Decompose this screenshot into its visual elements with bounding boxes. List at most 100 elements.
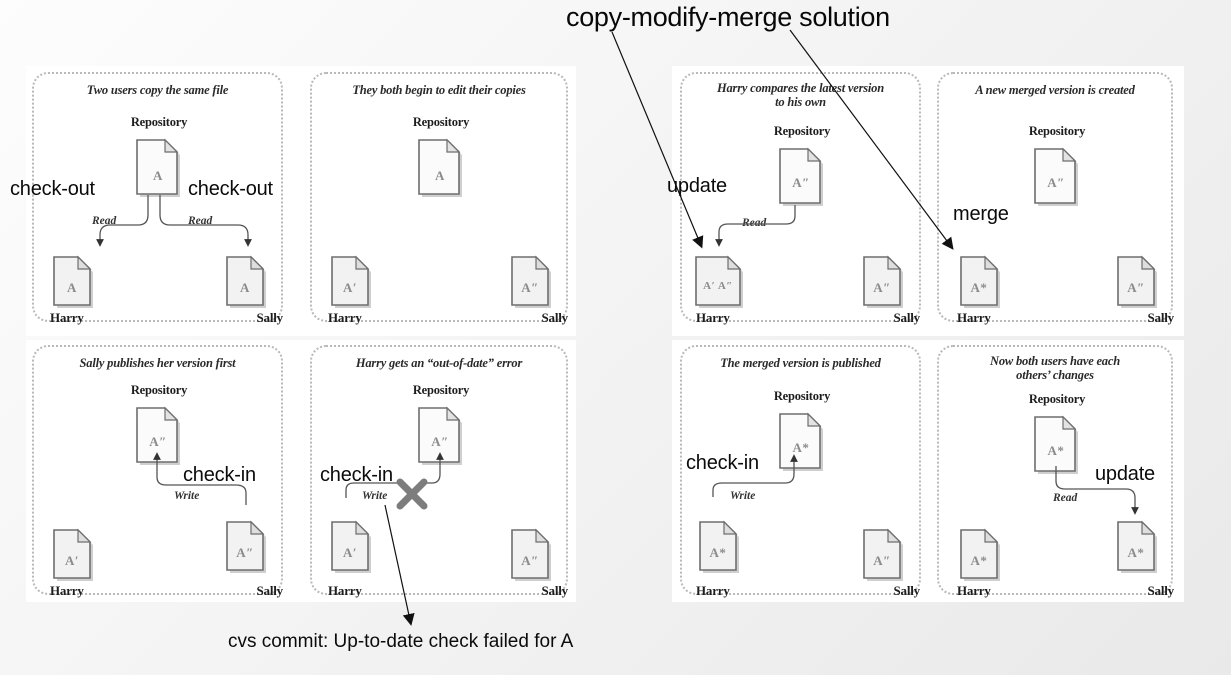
document-icon <box>226 255 266 308</box>
document-icon <box>331 520 371 573</box>
document-icon <box>960 528 1000 581</box>
annotation-update-left: update <box>667 175 727 197</box>
document-icon <box>779 147 823 206</box>
panel-title-line1: Now both users have each <box>990 354 1120 368</box>
panel-title-line2: to his own <box>775 95 826 109</box>
document-label: A <box>435 168 445 183</box>
panel-title: Sally publishes her version first <box>79 356 236 370</box>
annotation-check-out-left: check-out <box>10 178 95 200</box>
annotation-check-in-left: check-in <box>183 464 256 486</box>
harry-document: A′ Harry <box>50 525 98 598</box>
user-name-sally: Sally <box>256 310 284 325</box>
document-icon <box>331 255 371 308</box>
document-label: A″ <box>873 280 891 295</box>
repository-document: A″ <box>1030 141 1084 212</box>
document-label: A* <box>792 440 810 455</box>
document-icon <box>699 520 739 573</box>
harry-document: A* Harry <box>696 517 744 598</box>
panel-title: Harry gets an “out-of-date” error <box>355 356 523 370</box>
annotation-check-out-right: check-out <box>188 178 273 200</box>
repository-caption: Repository <box>773 124 831 138</box>
panel-title: They both begin to edit their copies <box>352 83 526 97</box>
document-label: A″ <box>792 175 810 190</box>
harry-document: A* Harry <box>957 525 1005 598</box>
document-label: A <box>67 280 77 295</box>
document-label: A″ <box>521 553 539 568</box>
annotation-update-sally: update <box>1095 463 1155 485</box>
flow-label-read-right: Read <box>186 215 215 227</box>
repository-document: A <box>132 132 186 203</box>
annotation-check-in-merged: check-in <box>686 452 759 474</box>
document-label: A* <box>709 545 727 560</box>
document-label: A′ <box>342 545 358 560</box>
document-icon <box>136 406 180 465</box>
user-name-harry: Harry <box>957 583 991 598</box>
repository-caption: Repository <box>130 115 188 129</box>
panel-title: A new merged version is created <box>975 83 1135 97</box>
document-label: A* <box>1127 545 1145 560</box>
document-icon <box>695 255 743 308</box>
repository-caption: Repository <box>412 115 470 129</box>
sally-document: A Sally <box>223 252 283 325</box>
repository-document: A″ <box>414 400 468 471</box>
user-name-harry: Harry <box>50 310 84 325</box>
document-icon <box>136 138 180 197</box>
panel-both-edit: They both begin to edit their copies Rep… <box>310 72 568 325</box>
harry-document: A′ Harry <box>328 517 376 598</box>
document-icon <box>779 412 823 471</box>
document-icon <box>511 528 551 581</box>
repository-document: A″ <box>132 400 186 471</box>
user-name-harry: Harry <box>696 310 730 325</box>
repository-document: A <box>414 132 468 203</box>
repository-document: A″ <box>775 141 829 212</box>
user-name-sally: Sally <box>893 583 921 598</box>
harry-document: A Harry <box>50 252 98 325</box>
document-label: A* <box>1047 443 1065 458</box>
document-label: A* <box>970 553 988 568</box>
document-label: A″ <box>1047 175 1065 190</box>
document-label: A <box>240 280 250 295</box>
page-title: copy-modify-merge solution <box>566 2 890 32</box>
document-icon <box>863 528 903 581</box>
user-name-harry: Harry <box>50 583 84 598</box>
panel-title-line1: Harry compares the latest version <box>716 81 884 95</box>
panel-merged-version-created: A new merged version is created Reposito… <box>937 72 1174 325</box>
document-icon <box>53 528 93 581</box>
repository-caption: Repository <box>1028 392 1086 406</box>
document-icon <box>53 255 93 308</box>
sally-document: A″ Sally <box>223 517 283 598</box>
document-label: A′ A″ <box>703 280 733 292</box>
user-name-harry: Harry <box>328 583 362 598</box>
document-label: A <box>153 168 163 183</box>
document-icon <box>863 255 903 308</box>
flow-label-write: Write <box>728 490 758 502</box>
user-name-sally: Sally <box>256 583 284 598</box>
panel-title: The merged version is published <box>720 356 881 370</box>
panel-title: Two users copy the same file <box>86 83 229 97</box>
user-name-harry: Harry <box>696 583 730 598</box>
user-name-sally: Sally <box>541 310 569 325</box>
document-label: A* <box>970 280 988 295</box>
document-label: A″ <box>149 434 167 449</box>
document-icon <box>1117 255 1157 308</box>
user-name-harry: Harry <box>328 310 362 325</box>
document-label: A″ <box>521 280 539 295</box>
document-label: A″ <box>1127 280 1145 295</box>
user-name-sally: Sally <box>541 583 569 598</box>
sally-document: A″ Sally <box>860 252 920 325</box>
document-icon <box>511 255 551 308</box>
document-icon <box>226 520 266 573</box>
harry-document: A′ Harry <box>328 252 376 325</box>
sally-document: A″ Sally <box>508 252 568 325</box>
repository-caption: Repository <box>1028 124 1086 138</box>
user-name-harry: Harry <box>957 310 991 325</box>
harry-document: A′ A″ Harry <box>692 252 748 325</box>
document-icon <box>1117 520 1157 573</box>
panel-out-of-date-error: Harry gets an “out-of-date” error Reposi… <box>310 345 568 598</box>
repository-caption: Repository <box>130 383 188 397</box>
document-icon <box>1034 415 1078 474</box>
sally-document: A* Sally <box>1114 517 1174 598</box>
panel-both-have-changes: Now both users have each others’ changes… <box>937 345 1174 598</box>
panel-title-line2: others’ changes <box>1016 368 1094 382</box>
